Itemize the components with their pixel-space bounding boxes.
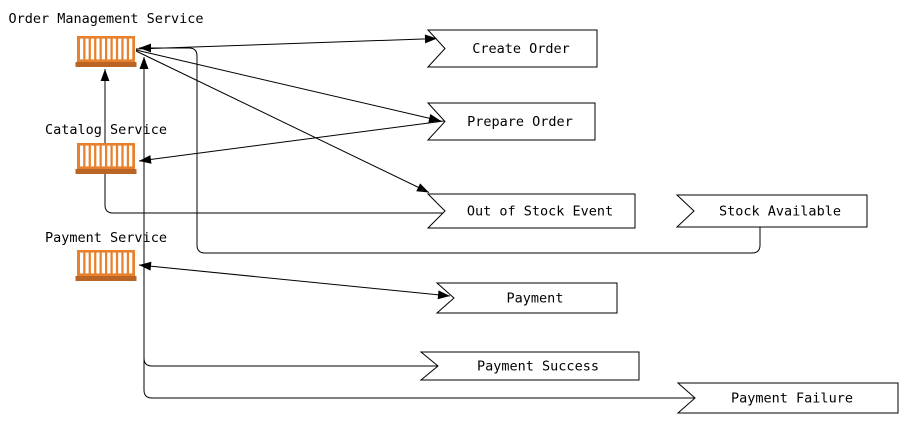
container-icon-part xyxy=(85,145,89,167)
edge-out-of-stock-to-oms xyxy=(104,69,445,214)
service-order-management: Order Management Service xyxy=(8,11,204,67)
container-icon-part xyxy=(90,252,95,274)
service-catalog: Catalog Service xyxy=(45,122,167,174)
container-icon-part xyxy=(118,38,122,60)
container-icon-part xyxy=(129,38,133,60)
event-payment-failure-label: Payment Failure xyxy=(731,391,853,407)
arrowhead xyxy=(139,57,149,69)
container-icon-part xyxy=(85,38,89,60)
container-icon-part xyxy=(129,145,133,167)
container-icon xyxy=(75,36,137,67)
event-payment-failure: Payment Failure xyxy=(676,382,899,414)
event-payment-success-label: Payment Success xyxy=(477,359,599,375)
arrowhead xyxy=(424,34,437,44)
event-stock-available: Stock Available xyxy=(675,194,868,228)
arrowhead xyxy=(139,43,151,53)
container-icon xyxy=(75,250,137,281)
service-catalog-label: Catalog Service xyxy=(45,122,167,138)
edge-prepare-order-to-catalog xyxy=(138,120,445,162)
event-create-order: Create Order xyxy=(426,29,598,68)
edge-stock-available-to-oms xyxy=(139,47,761,254)
container-icon-part xyxy=(96,145,100,167)
container-icon-part xyxy=(96,38,100,60)
event-stock-available-label: Stock Available xyxy=(719,204,841,220)
container-icon-part xyxy=(107,38,111,60)
container-icon-part xyxy=(75,169,137,174)
container-icon-part xyxy=(90,38,95,60)
arrowhead xyxy=(139,261,152,271)
container-icon-part xyxy=(80,252,84,274)
container-icon-part xyxy=(80,38,84,60)
event-payment: Payment xyxy=(435,282,618,314)
event-out-of-stock: Out of Stock Event xyxy=(426,193,636,229)
event-payment-success-shape xyxy=(419,351,640,381)
edge-oms-to-prepare-order xyxy=(135,49,442,122)
edge-payment-service-to-payment xyxy=(138,264,451,297)
container-icon-part xyxy=(112,145,116,167)
container-icon-part xyxy=(123,38,127,60)
container-icon-part xyxy=(85,252,89,274)
container-icon-part xyxy=(112,38,116,60)
event-banner-shape xyxy=(426,29,598,68)
arrowhead xyxy=(437,290,450,300)
event-payment-failure-shape xyxy=(676,382,899,414)
container-icon-part xyxy=(129,252,133,274)
container-icon-part xyxy=(123,145,127,167)
event-banner-shape xyxy=(435,282,618,314)
event-prepare-order: Prepare Order xyxy=(426,102,596,141)
arrowhead xyxy=(428,113,441,123)
event-banner-shape xyxy=(675,194,868,228)
arrowhead xyxy=(416,183,429,193)
event-payment-success: Payment Success xyxy=(419,351,640,381)
event-prepare-order-label: Prepare Order xyxy=(467,114,573,130)
container-icon-part xyxy=(75,276,137,281)
container-icon-part xyxy=(123,252,127,274)
service-payment-label: Payment Service xyxy=(45,230,167,246)
edge-payment-failure-to-oms xyxy=(143,57,694,399)
event-banner-shape xyxy=(426,102,596,141)
container-icon-part xyxy=(90,145,95,167)
container-icon-part xyxy=(80,145,84,167)
container-icon xyxy=(75,143,137,174)
arrowhead xyxy=(100,69,110,81)
container-icon-part xyxy=(101,145,105,167)
connectors xyxy=(104,38,761,399)
container-icon-part xyxy=(101,252,105,274)
service-payment: Payment Service xyxy=(45,230,167,281)
container-icon-part xyxy=(75,62,137,67)
container-icon-part xyxy=(96,252,100,274)
container-icon-part xyxy=(107,252,111,274)
edge-oms-to-out-of-stock xyxy=(135,50,430,193)
container-icon-part xyxy=(118,145,122,167)
edge-oms-to-create-order xyxy=(135,38,438,50)
service-order-management-label: Order Management Service xyxy=(8,11,203,27)
container-icon-part xyxy=(112,252,116,274)
edge-payment-success-to-oms xyxy=(143,57,439,367)
event-create-order-label: Create Order xyxy=(472,41,570,57)
container-icon-part xyxy=(107,145,111,167)
event-out-of-stock-label: Out of Stock Event xyxy=(467,204,613,220)
arrowhead xyxy=(139,155,152,164)
container-icon-part xyxy=(101,38,105,60)
event-payment-label: Payment xyxy=(507,291,564,307)
event-banner-shape xyxy=(426,193,636,229)
container-icon-part xyxy=(118,252,122,274)
